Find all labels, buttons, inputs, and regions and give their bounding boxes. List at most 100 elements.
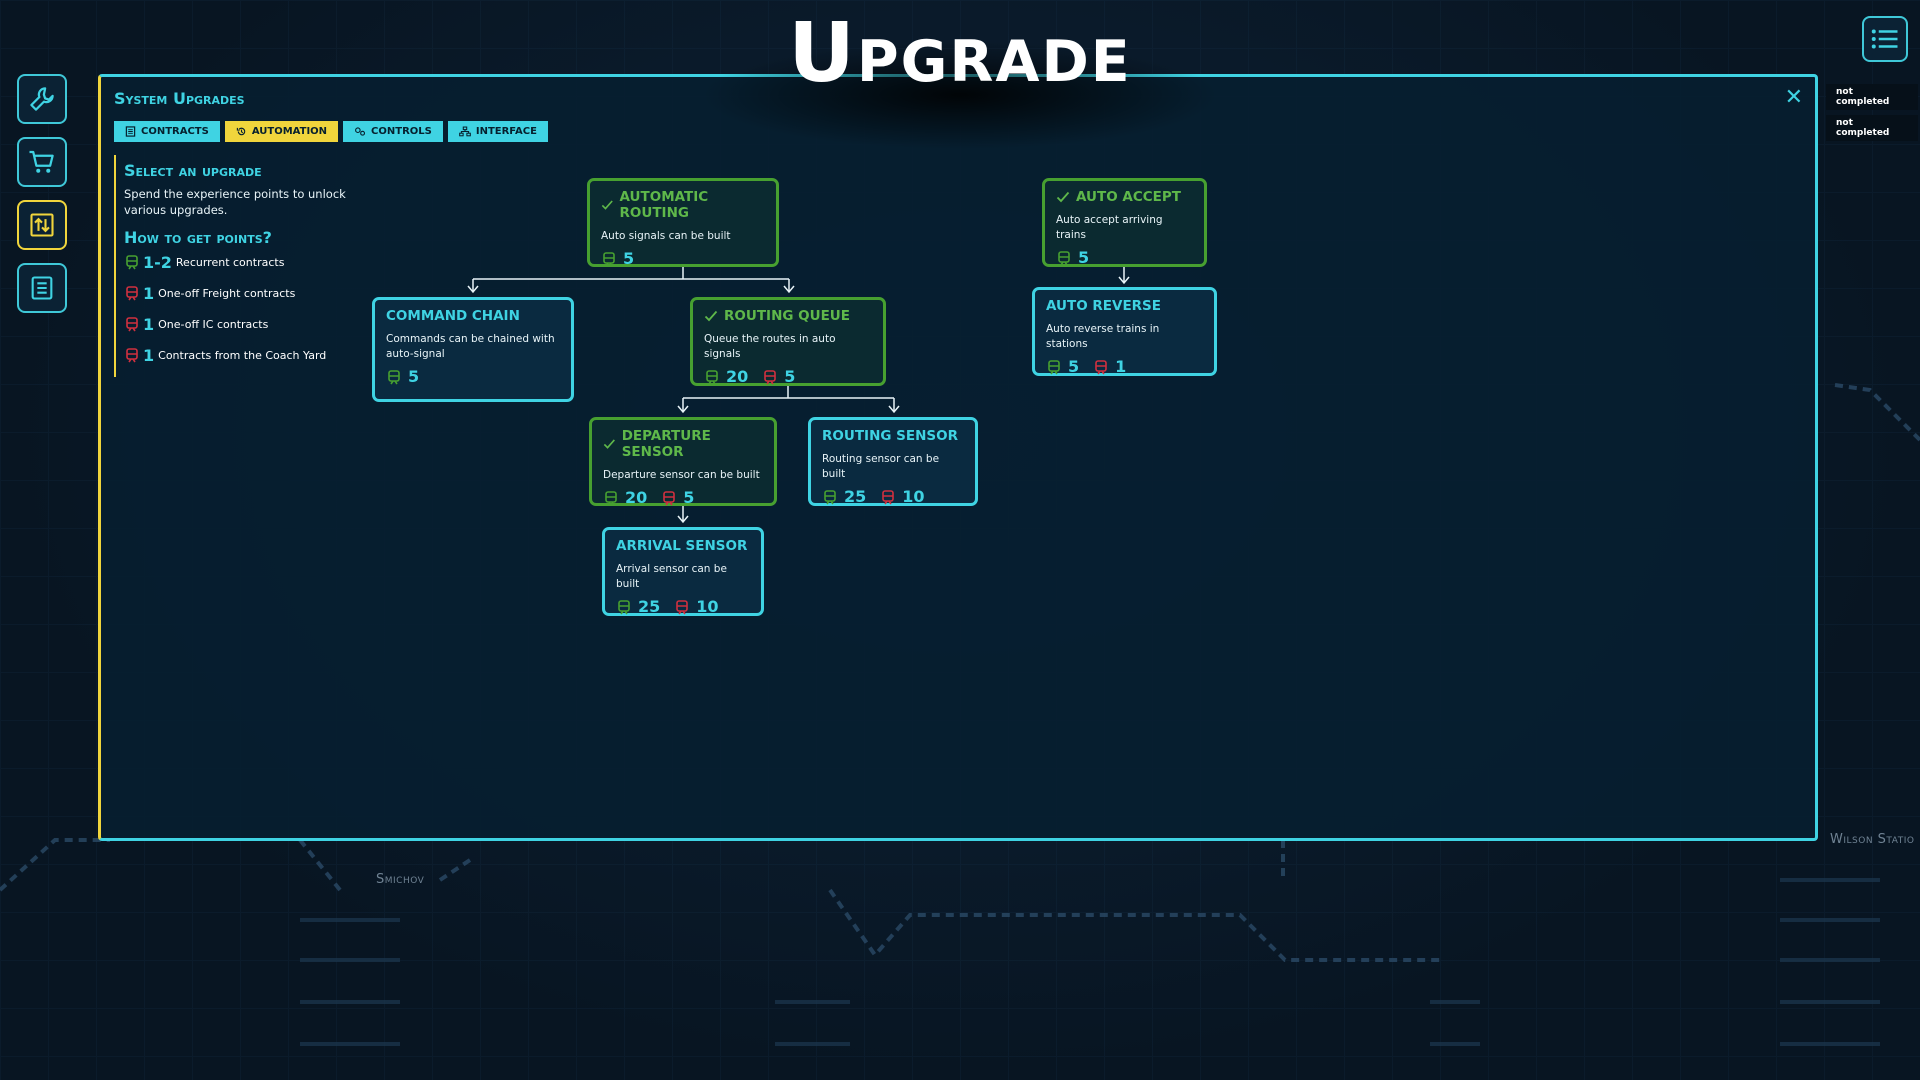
node-description: Departure sensor can be built — [603, 469, 760, 481]
red-cost-value: 10 — [696, 597, 719, 616]
points-row: 1 One-off Freight contracts — [124, 283, 354, 303]
red-train-icon — [126, 317, 138, 332]
tab-label: Automation — [251, 126, 328, 137]
cart-icon — [29, 150, 54, 173]
tab-contracts[interactable]: Contracts — [114, 121, 220, 142]
journal-button[interactable] — [17, 263, 67, 313]
tab-interface[interactable]: Interface — [447, 121, 548, 142]
red-cost: 5 — [762, 367, 795, 386]
menu-button[interactable] — [1862, 16, 1908, 62]
upgrade-auto-reverse[interactable]: Auto Reverse Auto reverse trains in stat… — [1032, 287, 1217, 376]
tab-bar: Contracts Automation Controls Interface — [114, 121, 548, 142]
node-description: Auto accept arriving trains — [1056, 214, 1163, 241]
upgrade-automatic-routing[interactable]: Automatic Routing Auto signals can be bu… — [587, 178, 779, 268]
node-title: Auto Accept — [1056, 189, 1193, 205]
left-rail — [17, 74, 67, 326]
upgrade-routing-queue[interactable]: Routing Queue Queue the routes in auto s… — [690, 297, 886, 386]
points-label: One-off Freight contracts — [158, 286, 296, 300]
node-title: Routing Sensor — [822, 428, 964, 444]
node-title: Routing Queue — [704, 308, 872, 324]
red-cost-value: 5 — [784, 367, 796, 386]
upgrade-icon — [30, 213, 54, 237]
node-title: Arrival Sensor — [616, 538, 750, 554]
tab-controls[interactable]: Controls — [343, 121, 443, 142]
node-title-text: Automatic Routing — [619, 189, 709, 221]
close-button[interactable]: ✕ — [1784, 85, 1803, 110]
node-title: Auto Reverse — [1046, 298, 1203, 314]
points-label: One-off IC contracts — [158, 317, 269, 331]
status-list: not completed not completed — [1826, 84, 1918, 146]
info-sidebar: Select an upgrade Spend the experience p… — [114, 155, 354, 377]
red-train-icon — [1095, 359, 1107, 374]
node-costs: 25 10 — [822, 487, 964, 506]
green-cost: 5 — [1046, 357, 1079, 376]
points-label: Recurrent contracts — [175, 255, 285, 269]
gears-icon — [355, 127, 366, 136]
status-item: not completed — [1826, 84, 1918, 110]
green-train-icon — [618, 599, 630, 614]
tab-label: Contracts — [141, 126, 209, 137]
upgrade-routing-sensor[interactable]: Routing Sensor Routing sensor can be bui… — [808, 417, 978, 506]
screen-title: Upgrade — [788, 6, 1132, 101]
node-title-text: Arrival Sensor — [616, 538, 748, 554]
shop-button[interactable] — [17, 137, 67, 187]
node-description: Arrival sensor can be built — [616, 563, 727, 590]
green-cost-value: 20 — [625, 488, 648, 507]
check-icon — [601, 200, 613, 210]
node-costs: 5 — [1056, 248, 1193, 267]
node-costs: 5 — [386, 367, 560, 386]
sidebar-heading: How to get points? — [124, 228, 272, 247]
red-train-icon — [676, 599, 689, 614]
node-costs: 25 10 — [616, 597, 750, 616]
upgrade-command-chain[interactable]: Command Chain Commands can be chained wi… — [372, 297, 574, 402]
map-track — [298, 838, 342, 892]
node-costs: 5 1 — [1046, 357, 1203, 376]
red-cost-value: 5 — [683, 488, 695, 507]
node-description: Auto reverse trains in stations — [1046, 323, 1160, 350]
green-cost: 25 — [616, 597, 660, 616]
book-icon — [31, 276, 53, 300]
green-cost-value: 25 — [638, 597, 661, 616]
panel-title: System Upgrades — [114, 89, 245, 108]
red-train-icon — [882, 489, 895, 504]
tab-label: Interface — [475, 126, 537, 137]
map-track — [0, 838, 110, 892]
upgrade-arrival-sensor[interactable]: Arrival Sensor Arrival sensor can be bui… — [602, 527, 764, 616]
points-row: 1 One-off IC contracts — [124, 314, 354, 334]
points-value: 1 — [143, 283, 155, 303]
red-cost-value: 10 — [902, 487, 925, 506]
status-item: not completed — [1826, 115, 1918, 141]
node-title: Departure Sensor — [603, 428, 763, 460]
map-platforms — [300, 918, 400, 1046]
hierarchy-icon — [459, 126, 471, 137]
tab-automation[interactable]: Automation — [224, 121, 339, 142]
points-value: 1 — [143, 314, 155, 334]
green-cost-value: 5 — [1078, 248, 1090, 267]
green-train-icon — [706, 369, 718, 384]
red-train-icon — [764, 369, 777, 384]
green-train-icon — [603, 251, 615, 266]
check-icon — [1056, 191, 1070, 203]
node-description: Commands can be chained with auto-signal — [386, 333, 555, 360]
red-train-icon — [126, 286, 138, 301]
map-platforms — [1780, 878, 1880, 1046]
node-title-text: Routing Queue — [724, 308, 850, 324]
green-cost: 5 — [601, 249, 634, 268]
map-track — [1834, 383, 1920, 442]
node-description: Routing sensor can be built — [822, 453, 940, 480]
green-train-icon — [388, 369, 400, 384]
title-shadow — [700, 40, 1220, 150]
green-cost: 5 — [386, 367, 419, 386]
map-platforms — [775, 1000, 1480, 1046]
points-row: 1-2 Recurrent contracts — [124, 253, 354, 272]
wrench-button[interactable] — [17, 74, 67, 124]
red-cost: 10 — [674, 597, 719, 616]
red-train-icon — [663, 490, 676, 505]
tab-label: Controls — [371, 126, 432, 137]
node-title-text: Command Chain — [386, 308, 520, 324]
upgrade-auto-accept[interactable]: Auto Accept Auto accept arriving trains … — [1042, 178, 1207, 267]
upgrade-button[interactable] — [17, 200, 67, 250]
upgrade-departure-sensor[interactable]: Departure Sensor Departure sensor can be… — [589, 417, 777, 507]
node-title-text: Auto Reverse — [1046, 298, 1162, 314]
